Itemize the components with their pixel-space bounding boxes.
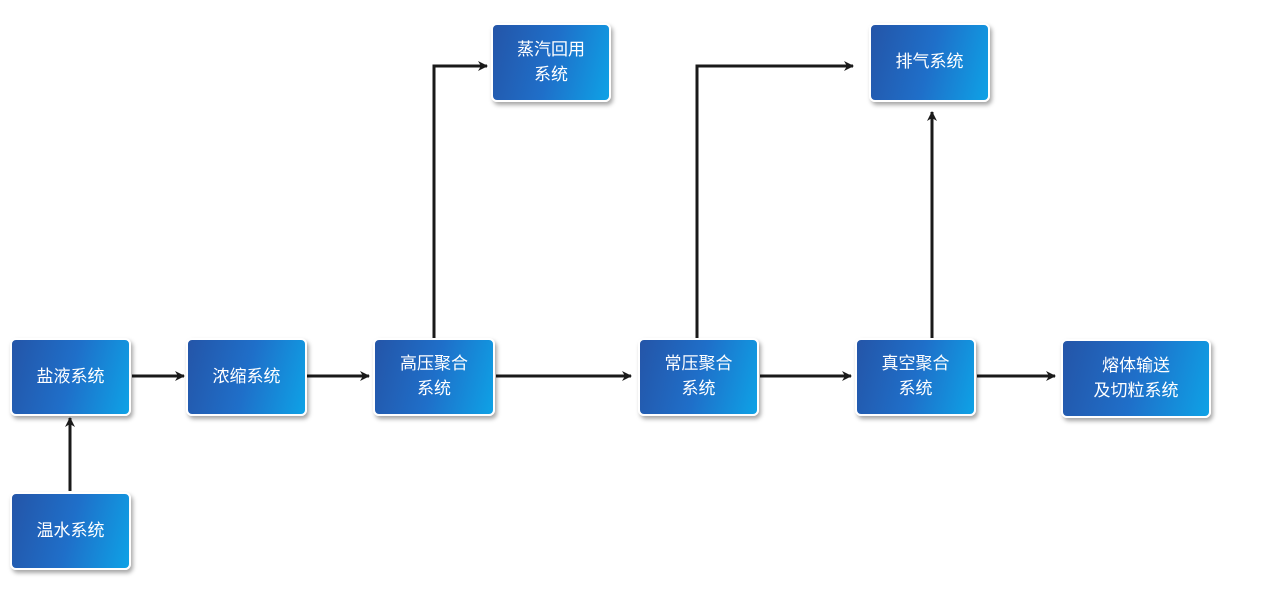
node-steam-recovery-system: 蒸汽回用 系统: [491, 23, 611, 102]
node-brine-system: 盐液系统: [10, 338, 131, 416]
arrow-atmospheric-to-exhaust: [695, 61, 854, 338]
arrow-high-pressure-to-steam-recovery: [432, 61, 488, 338]
node-atmospheric-polymerization: 常压聚合 系统: [638, 338, 759, 416]
node-melt-transport-pelletizing: 熔体输送 及切粒系统: [1061, 339, 1211, 418]
node-high-pressure-polymerization: 高压聚合 系统: [373, 338, 495, 416]
node-vacuum-polymerization: 真空聚合 系统: [855, 338, 976, 416]
node-warm-water-system: 温水系统: [10, 492, 131, 570]
node-exhaust-system: 排气系统: [869, 23, 990, 102]
node-concentration-system: 浓缩系统: [186, 338, 307, 416]
